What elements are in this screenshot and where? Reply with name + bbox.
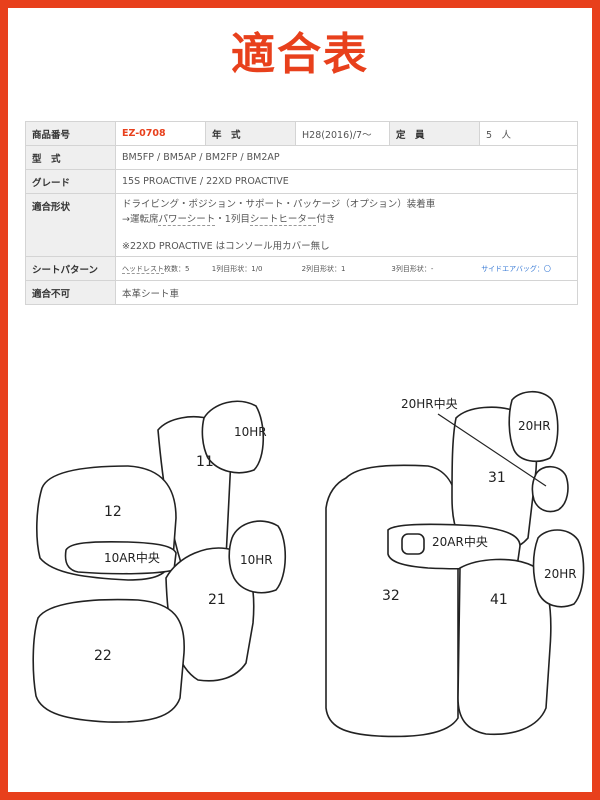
spec-row-fit: 適合形状 ドライビング・ポジション・サポート・パッケージ（オプション）装着車 →… <box>25 193 578 257</box>
rear-armrest-cupholder <box>401 533 425 555</box>
label-seat-31: 31 <box>488 470 506 486</box>
label-hr-rear-top: 20HR <box>518 419 551 433</box>
pattern-value: ヘッドレスト枚数：5 1列目形状：1/0 2列目形状：1 3列目形状：- サイド… <box>115 256 578 281</box>
pattern-headrest: ヘッドレスト枚数：5 <box>122 264 212 274</box>
label-seat-21: 21 <box>208 592 226 608</box>
spec-table: 商品番号 EZ-0708 年 式 H28(2016)/7〜 定 員 5 人 型 … <box>25 121 578 305</box>
fit-line-1: ドライビング・ポジション・サポート・パッケージ（オプション）装着車 <box>122 198 436 210</box>
seat-diagram-svg: 10HR 11 12 10AR中央 10HR 21 22 20HR中央 20HR… <box>32 390 585 738</box>
fit-power-seat: パワーシート <box>158 213 216 226</box>
pattern-label: シートパターン <box>25 256 116 281</box>
fit-seat-heater: シートヒーター <box>249 213 317 226</box>
rear-seat-41-back <box>457 558 552 736</box>
spec-row-product: 商品番号 EZ-0708 年 式 H28(2016)/7〜 定 員 5 人 <box>25 121 578 146</box>
capacity-value: 5 人 <box>479 121 578 146</box>
spec-row-grade: グレード 15S PROACTIVE / 22XD PROACTIVE <box>25 169 578 194</box>
pattern-row3: 3列目形状：- <box>391 264 434 273</box>
front-headrest-10hr-top <box>201 400 265 474</box>
page-title: 適合表 <box>231 29 369 80</box>
label-seat-22: 22 <box>94 648 112 664</box>
grade-label: グレード <box>25 169 116 194</box>
fit-line-2-prefix: →運転席 <box>122 213 159 225</box>
model-value: BM5FP / BM5AP / BM2FP / BM2AP <box>115 145 578 170</box>
label-hr-front-top: 10HR <box>234 425 267 439</box>
spec-row-pattern: シートパターン ヘッドレスト枚数：5 1列目形状：1/0 2列目形状：1 3列目… <box>25 256 578 281</box>
label-seat-12: 12 <box>104 504 122 520</box>
model-label: 型 式 <box>25 145 116 170</box>
callout-line-20hr-center <box>437 413 547 487</box>
label-ar-rear: 20AR中央 <box>432 534 488 549</box>
fit-label: 適合形状 <box>25 193 116 257</box>
unfit-value: 本革シート車 <box>115 280 578 305</box>
fit-line-2: →運転席パワーシート・1列目シートヒーター付き <box>122 212 571 227</box>
label-seat-41: 41 <box>490 592 508 608</box>
fit-line-2-suffix: 付き <box>316 213 336 225</box>
grade-value: 15S PROACTIVE / 22XD PROACTIVE <box>115 169 578 194</box>
label-ar-front: 10AR中央 <box>104 550 160 565</box>
fit-line-2-mid: ・1列目 <box>215 213 250 225</box>
fit-value: ドライビング・ポジション・サポート・パッケージ（オプション）装着車 →運転席パワ… <box>115 193 578 257</box>
product-no: EZ-0708 <box>115 121 206 146</box>
label-seat-32: 32 <box>382 588 400 604</box>
capacity-label: 定 員 <box>389 121 480 146</box>
pattern-headrest-value: 枚数：5 <box>164 264 190 273</box>
year-label: 年 式 <box>205 121 296 146</box>
front-seat-22-cushion <box>32 598 185 723</box>
pattern-grid: ヘッドレスト枚数：5 1列目形状：1/0 2列目形状：1 3列目形状：- サイド… <box>122 264 571 274</box>
pattern-headrest-label: ヘッドレスト <box>122 264 164 274</box>
label-hr-rear-center-callout: 20HR中央 <box>401 396 458 411</box>
product-no-label: 商品番号 <box>25 121 116 146</box>
product-code: EZ-0708 <box>122 128 166 139</box>
year-value: H28(2016)/7〜 <box>295 121 390 146</box>
rear-headrest-20hr-center <box>531 465 569 513</box>
pattern-row2: 2列目形状：1 <box>301 264 346 273</box>
rear-headrest-20hr-bottom <box>532 529 585 608</box>
label-seat-11: 11 <box>196 454 214 470</box>
fit-line-3: ※22XD PROACTIVE はコンソール用カバー無し <box>122 240 330 252</box>
pattern-airbag: サイドエアバッグ：〇 <box>481 264 551 273</box>
label-hr-front-bottom: 10HR <box>240 553 273 567</box>
seat-diagram: 10HR 11 12 10AR中央 10HR 21 22 20HR中央 20HR… <box>8 378 592 778</box>
pattern-row1: 1列目形状：1/0 <box>211 264 263 273</box>
label-hr-rear-bottom: 20HR <box>544 567 577 581</box>
front-headrest-10hr-bottom <box>228 520 287 594</box>
unfit-label: 適合不可 <box>25 280 116 305</box>
rear-headrest-20hr-top <box>508 390 559 463</box>
spec-row-unfit: 適合不可 本革シート車 <box>25 280 578 305</box>
spec-row-model: 型 式 BM5FP / BM5AP / BM2FP / BM2AP <box>25 145 578 170</box>
